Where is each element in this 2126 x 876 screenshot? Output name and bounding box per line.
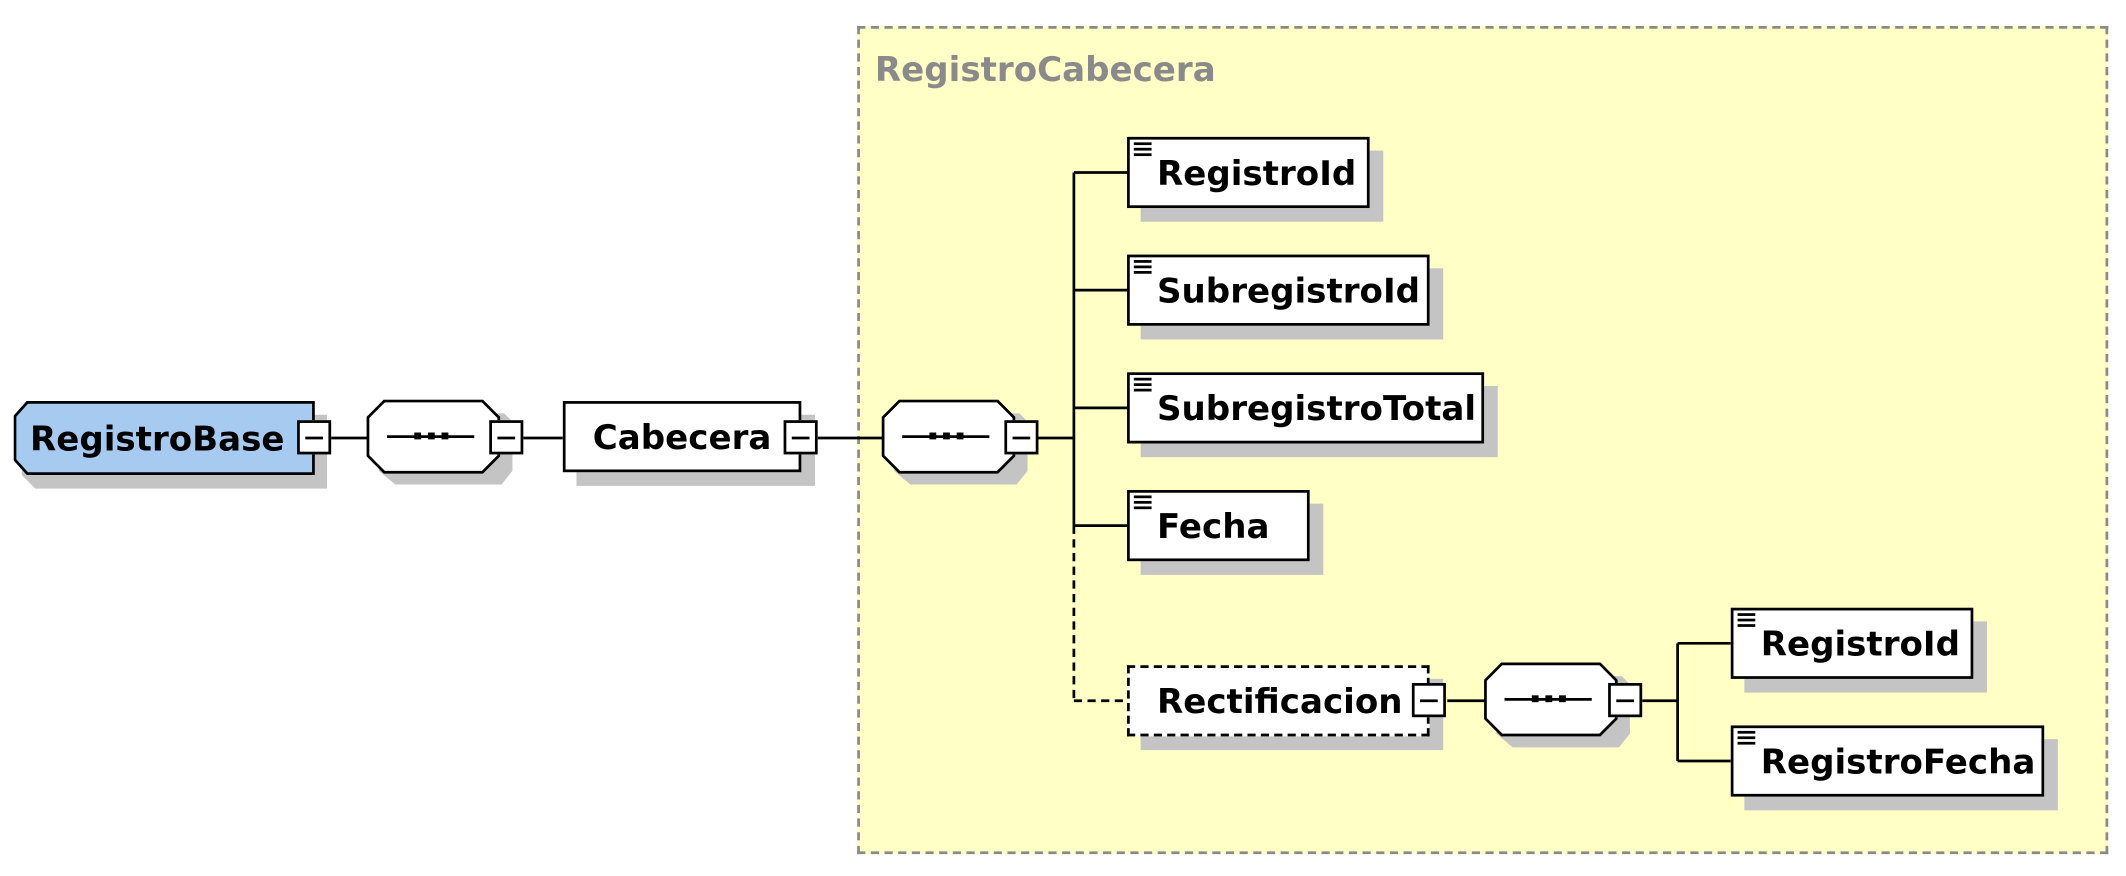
documentation-icon — [1133, 142, 1152, 157]
sequence-compositor-2 — [881, 399, 1028, 485]
element-sub-registroid[interactable]: RegistroId — [1730, 607, 1974, 679]
root-element-label: RegistroBase — [29, 418, 285, 458]
collapse-toggle-cabecera[interactable] — [783, 420, 818, 455]
sequence-compositor-3 — [1484, 662, 1630, 748]
element-subregistrototal[interactable]: SubregistroTotal — [1127, 372, 1485, 444]
collapse-toggle-sequence-1[interactable] — [489, 420, 524, 455]
documentation-icon — [1133, 377, 1152, 392]
element-label: RegistroId — [1157, 152, 1357, 193]
group-title: RegistroCabecera — [874, 49, 1216, 89]
documentation-icon — [1133, 260, 1152, 274]
collapse-toggle-rectificacion[interactable] — [1411, 683, 1446, 718]
collapse-toggle-root[interactable] — [297, 420, 332, 455]
documentation-icon — [1737, 730, 1756, 745]
element-rectificacion[interactable]: Rectificacion — [1127, 665, 1430, 737]
element-label: Rectificacion — [1157, 680, 1403, 721]
collapse-toggle-sequence-3[interactable] — [1608, 683, 1643, 718]
documentation-icon — [1737, 613, 1756, 627]
element-cabecera-label: Cabecera — [592, 416, 772, 457]
element-subregistroid[interactable]: SubregistroId — [1127, 254, 1430, 326]
element-registroid[interactable]: RegistroId — [1127, 136, 1370, 209]
root-element-shape — [13, 401, 328, 489]
element-label: Fecha — [1157, 505, 1270, 546]
documentation-icon — [1133, 495, 1152, 510]
sequence-compositor-1 — [366, 399, 513, 485]
element-sub-registrofecha[interactable]: RegistroFecha — [1730, 725, 2045, 797]
element-fecha[interactable]: Fecha — [1127, 490, 1310, 562]
element-label: SubregistroId — [1157, 270, 1421, 311]
element-label: RegistroFecha — [1760, 741, 2036, 781]
element-label: RegistroId — [1760, 623, 1961, 664]
element-label: SubregistroTotal — [1157, 388, 1477, 428]
collapse-toggle-sequence-2[interactable] — [1004, 420, 1039, 455]
element-cabecera[interactable]: Cabecera — [562, 401, 802, 473]
